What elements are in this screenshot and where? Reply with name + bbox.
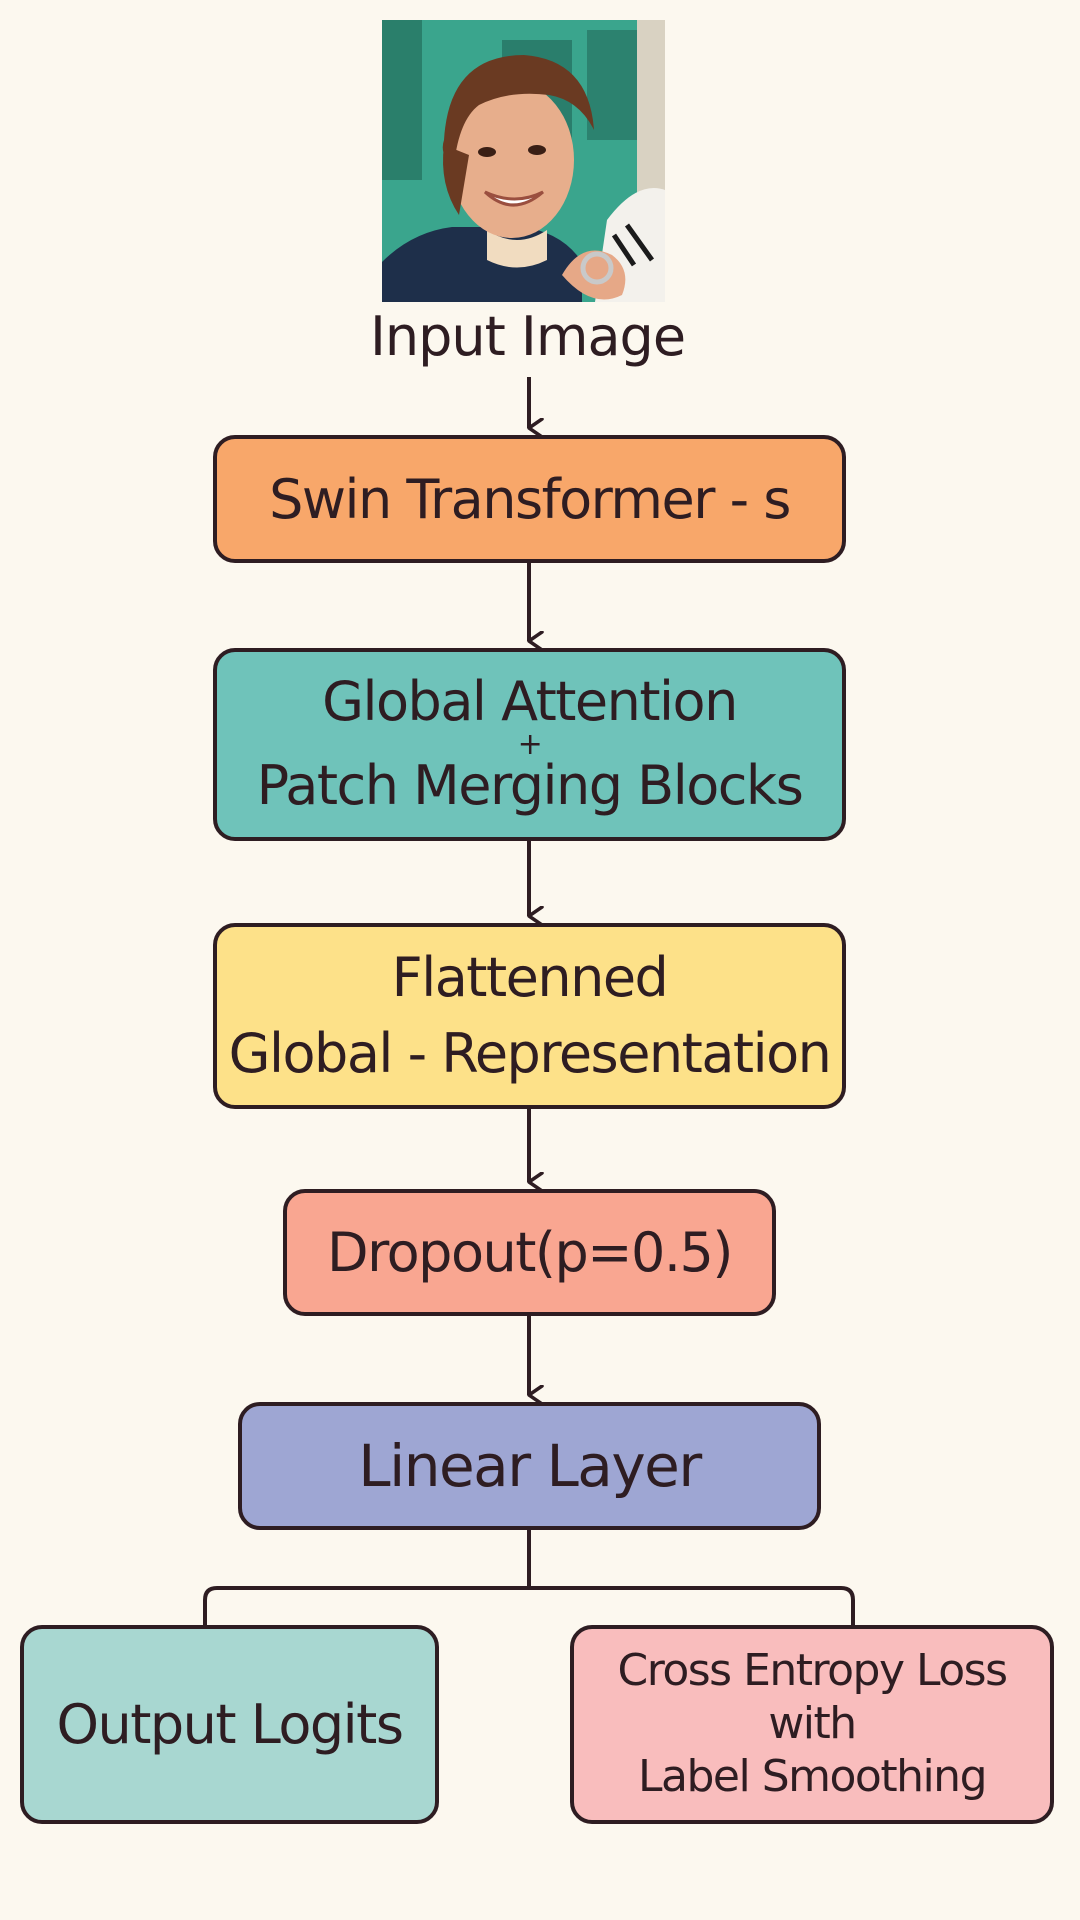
plus-sign: + [517,727,543,762]
dropout-label: Dropout(p=0.5) [327,1221,733,1284]
loss-label-line1: Cross Entropy Loss [617,1645,1008,1697]
loss-label-line3: Label Smoothing [638,1750,988,1802]
flattened-label: Flattenned [391,946,669,1010]
output-logits-node: Output Logits [20,1625,439,1824]
linear-layer-label: Linear Layer [358,1432,702,1500]
swin-transformer-label: Swin Transformer - s [269,467,791,531]
swin-transformer-node: Swin Transformer - s [213,435,846,563]
linear-layer-node: Linear Layer [238,1402,821,1530]
global-attention-node: Global Attention + Patch Merging Blocks [213,648,846,841]
input-image [382,20,665,302]
loss-node: Cross Entropy Loss with Label Smoothing [570,1625,1054,1824]
patch-merging-label: Patch Merging Blocks [256,754,804,817]
loss-label-line2: with [768,1698,857,1750]
output-logits-label: Output Logits [56,1693,404,1756]
global-attention-label: Global Attention [322,670,738,734]
global-representation-label: Global - Representation [228,1022,832,1085]
dropout-node: Dropout(p=0.5) [283,1189,776,1316]
input-image-caption: Input Image [369,305,686,368]
branch-connector [203,1530,855,1625]
flattened-representation-node: Flattenned Global - Representation [213,923,846,1109]
